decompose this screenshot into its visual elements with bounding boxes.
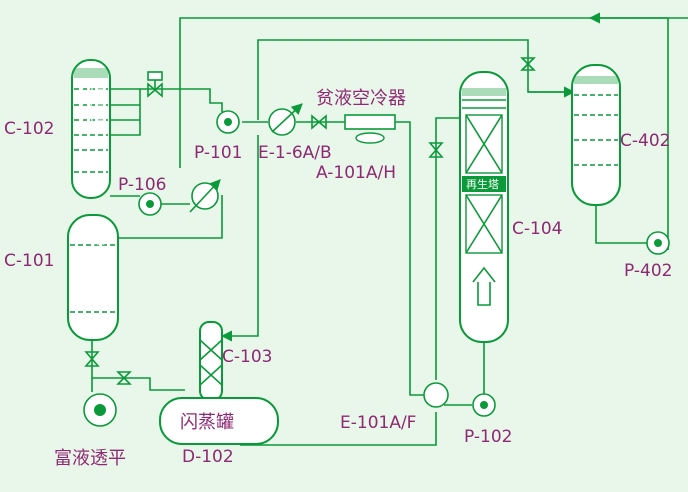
tray-1-label: 1层 xyxy=(76,297,97,311)
c102-demister xyxy=(74,68,108,78)
pump-p106 xyxy=(138,192,162,216)
pipe-c402-p402 xyxy=(595,205,648,244)
c102-trays xyxy=(74,88,108,173)
tank-d102 xyxy=(159,397,279,445)
exchanger-e1 xyxy=(268,103,303,136)
c402-label: C-402 xyxy=(620,131,670,151)
cooler-a101 xyxy=(344,114,396,144)
pipe-to-c104 xyxy=(435,117,460,380)
a101-fan xyxy=(355,132,385,144)
valve-c402 xyxy=(520,57,536,71)
exchanger-e101 xyxy=(423,382,449,408)
pump-p102 xyxy=(472,393,496,417)
pipe-d102-e101 xyxy=(240,412,437,446)
column-c104 xyxy=(459,71,509,343)
valve-c104-feed xyxy=(428,142,444,158)
c104-demister xyxy=(462,88,506,96)
tray-18-label: 18层 xyxy=(78,85,106,99)
e1-arrow xyxy=(271,103,303,133)
p101-label: P-101 xyxy=(194,143,242,163)
e101-body xyxy=(423,382,449,408)
pipe-cooler-e101 xyxy=(395,121,428,396)
c402-shell xyxy=(571,64,621,206)
a101-bundle xyxy=(344,114,396,130)
c402-demister xyxy=(574,76,618,84)
pipe-e1-c103 xyxy=(220,135,259,342)
c102-shell xyxy=(71,59,111,199)
pump-p402 xyxy=(646,231,670,255)
c104-packing-lower-x xyxy=(465,194,503,254)
p102-label: P-102 xyxy=(464,427,512,447)
valve-bypass xyxy=(116,371,132,385)
column-c402 xyxy=(571,64,621,206)
turbine-core xyxy=(94,404,106,416)
c103-label: C-103 xyxy=(222,347,272,367)
d102-shell xyxy=(159,397,279,445)
p101-impeller xyxy=(224,118,232,126)
tray-8-label: 8层 xyxy=(78,151,99,165)
c103-shell xyxy=(199,321,223,401)
valve-c101 xyxy=(84,351,100,367)
control-valve-body xyxy=(147,82,163,98)
tray-7-label: 7层 xyxy=(86,233,107,247)
lean-cooler-label: 贫液空冷器 xyxy=(316,88,406,109)
side-exch-arrow xyxy=(189,179,221,213)
c104-label: C-104 xyxy=(512,219,562,239)
a101-label: A-101A/H xyxy=(316,163,396,183)
p402-impeller xyxy=(654,239,662,247)
e101-label: E-101A/F xyxy=(340,413,416,433)
column-c101 xyxy=(67,214,119,341)
flash-tank-label: 闪蒸罐 xyxy=(180,412,234,433)
p106-label: P-106 xyxy=(118,175,166,195)
valve-e1 xyxy=(311,114,327,130)
tray-14-label: 14层 xyxy=(78,100,106,114)
p402-label: P-402 xyxy=(624,261,672,281)
c104-packing-upper-x xyxy=(465,114,503,174)
control-valve-head xyxy=(147,71,163,81)
pipe-c101-d102 xyxy=(91,336,185,391)
c101-shell xyxy=(67,214,119,341)
c101-label: C-101 xyxy=(4,251,54,271)
tray-10-label: 10层 xyxy=(78,116,106,130)
rich-turbine-label: 富液透平 xyxy=(54,448,126,469)
c103-packing xyxy=(199,339,223,386)
c104-plates xyxy=(462,99,506,109)
pump-p101 xyxy=(216,110,240,134)
pipe-exch-c101 xyxy=(118,195,223,239)
pipes xyxy=(91,12,688,446)
exchanger-side xyxy=(189,179,221,213)
c104-up-arrow xyxy=(472,266,496,306)
e1-label: E-1-6A/B xyxy=(258,143,332,163)
pipe-top-return xyxy=(179,17,669,250)
d102-label: D-102 xyxy=(182,447,234,467)
turbine-rich xyxy=(83,393,117,427)
p106-impeller xyxy=(146,200,154,208)
pipe-tray-header xyxy=(110,88,141,136)
pipe-feed-p101 xyxy=(140,88,223,112)
column-c103 xyxy=(199,321,223,401)
c104-label-band xyxy=(462,176,506,192)
c102-label: C-102 xyxy=(4,119,54,139)
p102-impeller xyxy=(480,401,488,409)
column-c102 xyxy=(71,59,111,199)
regen-tower-label: 再生塔 xyxy=(466,177,499,191)
pipe-to-c402 xyxy=(257,39,572,120)
